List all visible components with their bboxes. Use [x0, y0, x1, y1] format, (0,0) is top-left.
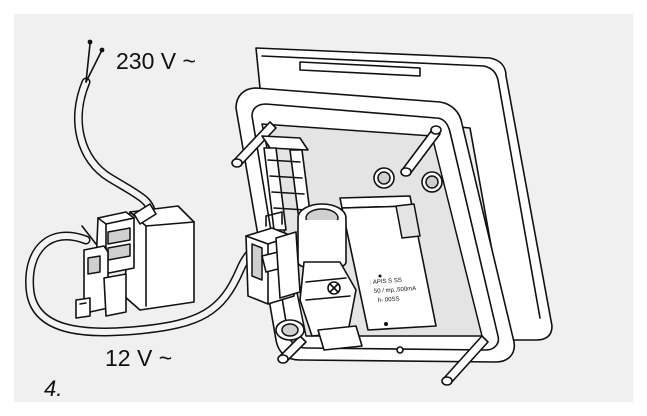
mains-wire-ends	[85, 39, 105, 83]
control-box: : APIS S SS 50 / mp.,500mA h- 00SS	[339, 167, 443, 331]
svg-text:50 / mp.,500mA: 50 / mp.,500mA	[374, 286, 417, 295]
valve	[275, 203, 404, 354]
step-number: 4.	[44, 376, 63, 401]
valve-actuator	[245, 211, 301, 305]
svg-text:h- 00SS: h- 00SS	[378, 296, 400, 303]
transformer	[75, 203, 195, 319]
mains-voltage-label: 230 V ~	[116, 48, 196, 74]
low-voltage-label: 12 V ~	[105, 345, 173, 371]
mounting-studs	[231, 121, 489, 386]
mains-cable	[74, 77, 157, 219]
low-voltage-cable	[25, 231, 265, 337]
svg-text:: APIS S SS: : APIS S SS	[370, 278, 402, 286]
